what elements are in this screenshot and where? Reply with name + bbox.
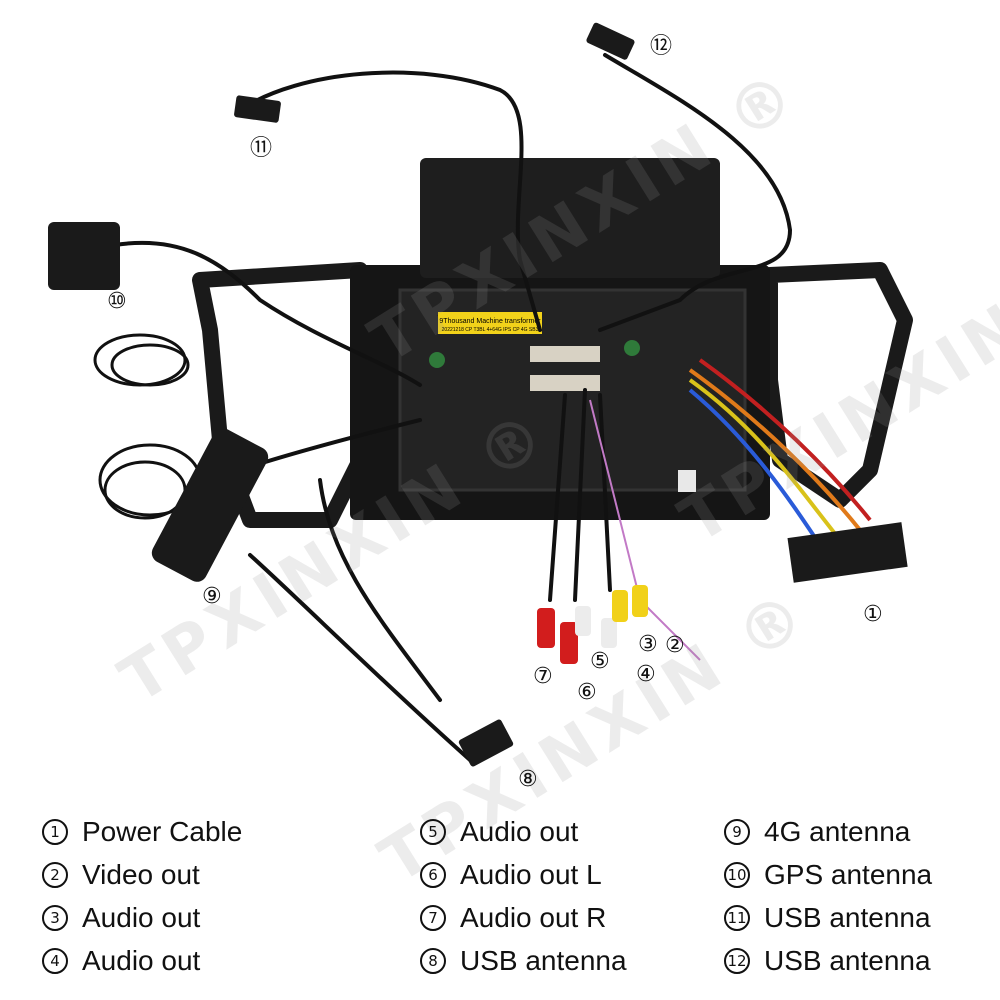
legend-number: 3 bbox=[42, 904, 68, 931]
callout-6: ⑥ bbox=[577, 680, 597, 705]
head-unit-photo: 9Thousand Machine transformer 20221218 C… bbox=[48, 22, 913, 767]
4g-antenna-body bbox=[151, 428, 269, 582]
legend-label: Audio out bbox=[82, 944, 201, 976]
legend-column-1: 1 Power Cable 2 Video out 3 Audio out 4 … bbox=[42, 810, 242, 982]
legend-item: 2 Video out bbox=[42, 853, 242, 896]
legend-number: 12 bbox=[724, 947, 750, 974]
legend-item: 1 Power Cable bbox=[42, 810, 242, 853]
legend-label: Power Cable bbox=[82, 815, 243, 847]
legend: 1 Power Cable 2 Video out 3 Audio out 4 … bbox=[0, 810, 1000, 1000]
callout-4: ④ bbox=[636, 662, 656, 687]
legend-label: USB antenna bbox=[764, 944, 931, 976]
callout-2: ② bbox=[665, 633, 685, 658]
white-connector-a bbox=[530, 346, 600, 362]
legend-label: Audio out bbox=[460, 815, 579, 847]
white-connector-b bbox=[530, 375, 600, 391]
usb-12-connector bbox=[586, 22, 635, 60]
rca-plugs bbox=[537, 585, 648, 664]
legend-number: 8 bbox=[420, 947, 446, 974]
legend-item: 6 Audio out L bbox=[420, 853, 627, 896]
callout-1: ① bbox=[863, 602, 883, 627]
sticker: 9Thousand Machine transformer 20221218 C… bbox=[438, 312, 542, 334]
legend-number: 7 bbox=[420, 904, 446, 931]
svg-text:20221218 CP T3BL 4+64G IPS CP: 20221218 CP T3BL 4+64G IPS CP 4G SB3 bbox=[442, 327, 539, 333]
callout-12: ⑫ bbox=[650, 34, 673, 59]
legend-number: 11 bbox=[724, 904, 750, 931]
legend-item: 8 USB antenna bbox=[420, 939, 627, 982]
white-plug bbox=[678, 470, 696, 492]
legend-item: 10 GPS antenna bbox=[724, 853, 932, 896]
callout-10: ⑩ bbox=[107, 289, 127, 314]
legend-number: 5 bbox=[420, 818, 446, 845]
callout-3: ③ bbox=[638, 632, 658, 657]
usb-8-connector bbox=[458, 719, 514, 767]
legend-label: USB antenna bbox=[460, 944, 627, 976]
legend-number: 4 bbox=[42, 947, 68, 974]
callout-7: ⑦ bbox=[533, 664, 553, 689]
legend-column-3: 9 4G antenna 10 GPS antenna 11 USB anten… bbox=[724, 810, 932, 982]
green-connector-right bbox=[624, 340, 640, 356]
legend-label: Audio out R bbox=[460, 901, 607, 933]
callout-9: ⑨ bbox=[202, 584, 222, 609]
legend-number: 10 bbox=[724, 861, 750, 888]
legend-label: Audio out L bbox=[460, 858, 602, 890]
legend-label: USB antenna bbox=[764, 901, 931, 933]
legend-item: 9 4G antenna bbox=[724, 810, 932, 853]
power-harness bbox=[688, 358, 908, 583]
legend-item: 11 USB antenna bbox=[724, 896, 932, 939]
legend-item: 3 Audio out bbox=[42, 896, 242, 939]
gps-antenna-body bbox=[48, 222, 120, 290]
legend-item: 12 USB antenna bbox=[724, 939, 932, 982]
legend-item: 5 Audio out bbox=[420, 810, 627, 853]
callout-8: ⑧ bbox=[518, 767, 538, 792]
legend-number: 6 bbox=[420, 861, 446, 888]
callout-11: ⑪ bbox=[250, 136, 273, 161]
legend-label: Video out bbox=[82, 858, 200, 890]
callout-5: ⑤ bbox=[590, 649, 610, 674]
legend-label: 4G antenna bbox=[764, 815, 911, 847]
legend-column-2: 5 Audio out 6 Audio out L 7 Audio out R … bbox=[420, 810, 627, 982]
legend-item: 7 Audio out R bbox=[420, 896, 627, 939]
usb-11-connector bbox=[234, 95, 281, 123]
legend-label: GPS antenna bbox=[764, 858, 933, 890]
legend-item: 4 Audio out bbox=[42, 939, 242, 982]
legend-number: 9 bbox=[724, 818, 750, 845]
green-connector-left bbox=[429, 352, 445, 368]
screen-housing bbox=[420, 158, 720, 278]
legend-label: Audio out bbox=[82, 901, 201, 933]
legend-number: 1 bbox=[42, 818, 68, 845]
legend-number: 2 bbox=[42, 861, 68, 888]
svg-text:9Thousand Machine transformer: 9Thousand Machine transformer bbox=[439, 318, 541, 325]
